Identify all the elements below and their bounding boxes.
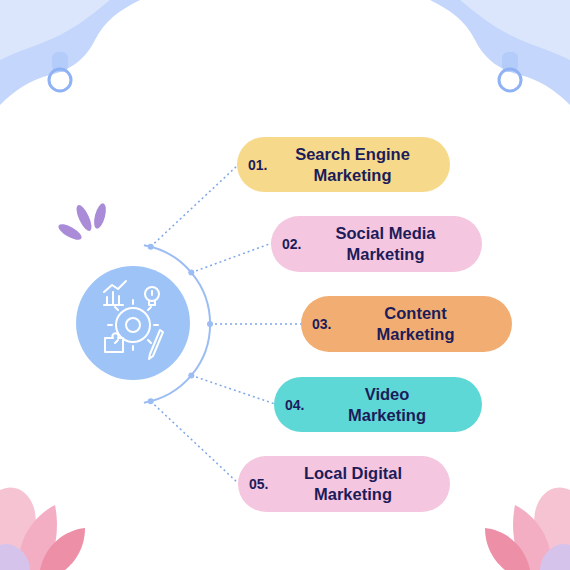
pill-box: 04. Video Marketing xyxy=(274,377,482,432)
corner-blob xyxy=(460,0,570,60)
hub-circle xyxy=(76,266,190,380)
step-number: 01. xyxy=(248,157,267,173)
step-number: 02. xyxy=(282,236,301,252)
corner-blob xyxy=(0,0,110,60)
step-number: 05. xyxy=(249,476,268,492)
ring xyxy=(499,69,521,91)
ring xyxy=(49,69,71,91)
step-label: Social Media Marketing xyxy=(318,223,453,265)
pill-box: 01. Search Engine Marketing xyxy=(237,137,450,192)
pill-box: 02. Social Media Marketing xyxy=(271,216,482,272)
step-number: 04. xyxy=(285,397,304,413)
pill-box: 03. Content Marketing xyxy=(301,296,512,352)
flower-decoration xyxy=(485,487,570,570)
pill-box: 05. Local Digital Marketing xyxy=(238,456,450,512)
step-label: Content Marketing xyxy=(348,303,483,345)
flower-decoration xyxy=(0,487,85,570)
strategy-icon xyxy=(104,281,163,359)
step-number: 03. xyxy=(312,316,331,332)
corner-blob xyxy=(0,0,140,105)
step-label: Video Marketing xyxy=(332,383,442,425)
brush-strokes xyxy=(56,202,108,243)
step-label: Search Engine Marketing xyxy=(285,143,420,185)
corner-blob xyxy=(430,0,570,105)
step-label: Local Digital Marketing xyxy=(286,463,421,505)
